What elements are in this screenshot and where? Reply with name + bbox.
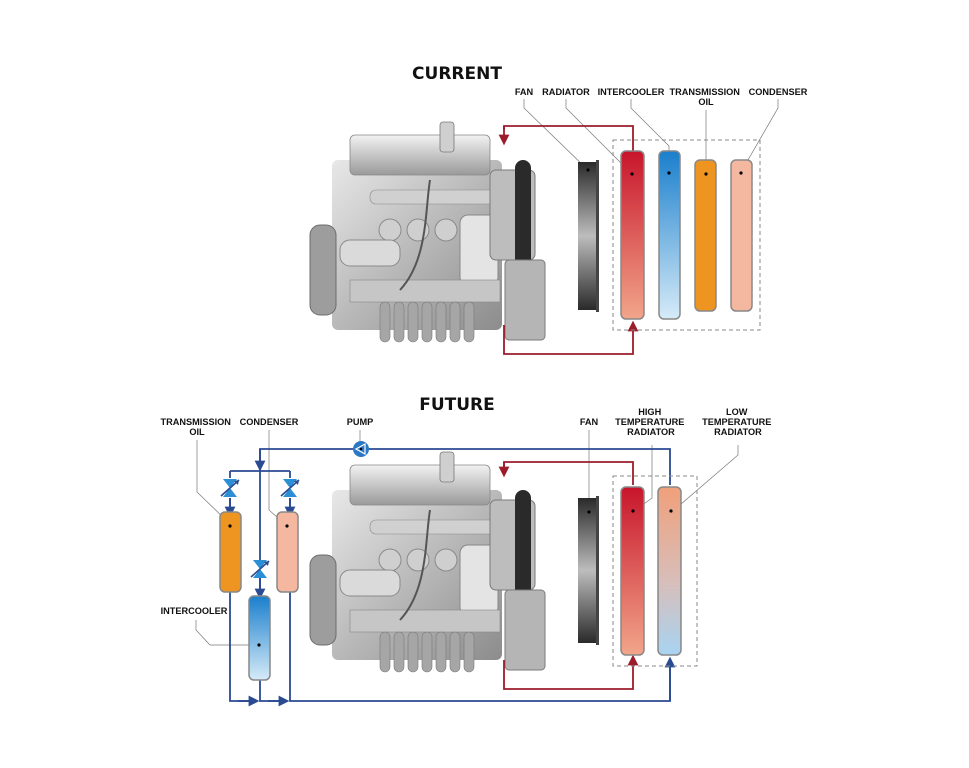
current-label-intercooler: INTERCOOLER [598,87,665,97]
future-low-temp-radiator [657,486,682,656]
future-label-condenser: CONDENSER [240,417,299,427]
future-label-pump: PUMP [347,417,374,427]
current-label-radiator: RADIATOR [542,87,590,97]
future-intercooler [248,595,271,681]
future-valve-intercooler [250,559,270,579]
current-engine [309,121,546,343]
future-labels: TRANSMISSION OIL CONDENSER PUMP FAN HIGH… [160,407,774,616]
current-label-fan: FAN [515,87,534,97]
future-high-temp-radiator [620,486,645,656]
current-cooling-module-box [612,139,761,331]
future-label-intercooler: INTERCOOLER [161,606,228,616]
future-condenser [276,511,299,593]
future-label-low-temp-radiator: LOW TEMPERATURE RADIATOR [702,407,774,437]
current-label-condenser: CONDENSER [749,87,808,97]
current-labels: FAN RADIATOR INTERCOOLER TRANSMISSION OI… [515,87,808,107]
future-cooling-module-box [612,475,698,667]
future-valve-transmission-oil [220,478,240,498]
future-hot-supply-line [503,461,634,485]
future-fan [578,496,599,645]
future-label-high-temp-radiator: HIGH TEMPERATURE RADIATOR [615,407,687,437]
current-leader-lines [523,99,779,175]
future-title: FUTURE [419,395,495,415]
future-label-fan: FAN [580,417,599,427]
future-pump [353,441,369,457]
current-intercooler [658,150,681,320]
future-engine [309,451,546,673]
current-hot-supply-line [503,125,634,152]
current-transmission-oil-cooler [694,159,717,312]
current-label-transmission-oil: TRANSMISSION OIL [669,87,742,107]
current-title: CURRENT [412,64,502,84]
current-fan [578,160,599,312]
future-hot-return-line [503,654,639,690]
current-radiator [620,150,645,320]
future-transmission-oil-cooler [219,511,242,593]
current-hot-return-line [503,320,639,355]
future-valve-condenser [280,478,300,498]
current-condenser [730,159,753,312]
future-label-transmission-oil: TRANSMISSION OIL [160,417,233,437]
